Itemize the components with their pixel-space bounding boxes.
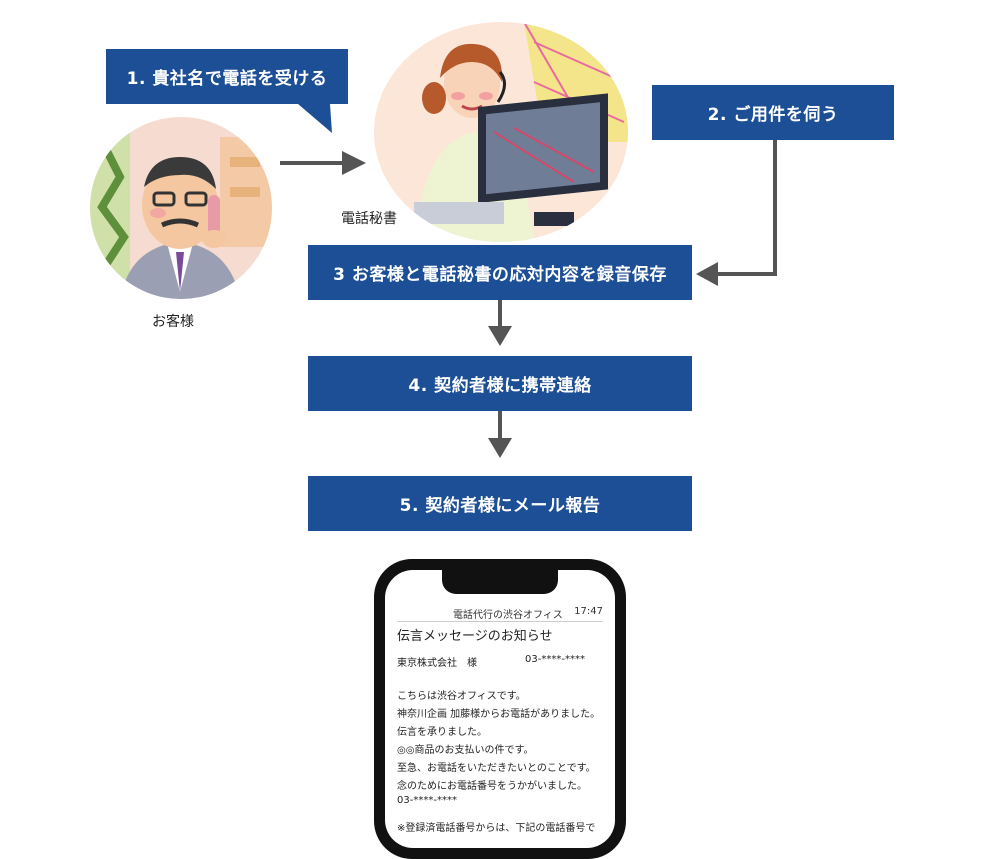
message-line: 念のためにお電話番号をうかがいました。 xyxy=(397,781,587,792)
message-line: 神奈川企画 加藤様からお電話がありました。 xyxy=(397,709,601,720)
phone-notch xyxy=(442,570,558,594)
step-2-label: 2. ご用件を伺う xyxy=(707,105,839,125)
message-line: こちらは渋谷オフィスです。 xyxy=(397,691,526,702)
step-2-ask-purpose: 2. ご用件を伺う xyxy=(652,85,894,140)
step-1-label: 1. 貴社名で電話を受ける xyxy=(126,69,328,89)
message-line: 至急、お電話をいただきたいとのことです。 xyxy=(397,763,596,774)
message-recipient-row: 東京株式会社 様 03-****-**** xyxy=(397,654,585,669)
step-4-mobile-contact: 4. 契約者様に携帯連絡 xyxy=(308,356,692,411)
phone-screen: 電話代行の渋谷オフィス 17:47 伝言メッセージのお知らせ 東京株式会社 様 … xyxy=(385,570,615,848)
smartphone-mockup: 電話代行の渋谷オフィス 17:47 伝言メッセージのお知らせ 東京株式会社 様 … xyxy=(374,559,626,859)
message-recipient: 東京株式会社 様 xyxy=(397,658,477,669)
arrow-head xyxy=(488,438,512,458)
message-line: ※登録済電話番号からは、下記の電話番号で xyxy=(397,823,596,834)
message-time: 17:47 xyxy=(574,606,603,617)
step-5-label: 5. 契約者様にメール報告 xyxy=(399,496,601,516)
secretary-illustration xyxy=(374,22,628,242)
secretary-caption: 電話秘書 xyxy=(341,211,397,227)
message-recipient-phone: 03-****-**** xyxy=(525,654,585,665)
customer-illustration xyxy=(90,117,272,299)
message-line: 伝言を承りました。 xyxy=(397,727,487,738)
bubble-tail xyxy=(298,104,332,133)
arrow-head xyxy=(696,262,718,286)
arrow-step2-to-step3 xyxy=(716,140,777,276)
arrow-head xyxy=(342,151,366,175)
header-divider xyxy=(397,621,603,622)
message-sender: 電話代行の渋谷オフィス xyxy=(453,610,563,621)
message-line: 03-****-**** xyxy=(397,795,457,806)
customer-caption: お客様 xyxy=(152,314,194,330)
step-4-label: 4. 契約者様に携帯連絡 xyxy=(408,376,592,396)
step-1-answer-call: 1. 貴社名で電話を受ける xyxy=(106,49,348,104)
step-5-email-report: 5. 契約者様にメール報告 xyxy=(308,476,692,531)
arrow-head xyxy=(488,326,512,346)
flow-diagram: 1. 貴社名で電話を受ける 2. ご用件を伺う 3 お客様と電話秘書の応対内容を… xyxy=(90,22,894,859)
message-line: ◎◎商品のお支払いの件です。 xyxy=(397,745,534,756)
step-3-record-conversation: 3 お客様と電話秘書の応対内容を録音保存 xyxy=(308,245,692,300)
message-header: 電話代行の渋谷オフィス 17:47 xyxy=(385,606,615,622)
step-3-label: 3 お客様と電話秘書の応対内容を録音保存 xyxy=(333,265,667,285)
connector-arrows xyxy=(280,104,777,458)
message-title: 伝言メッセージのお知らせ xyxy=(397,629,553,644)
